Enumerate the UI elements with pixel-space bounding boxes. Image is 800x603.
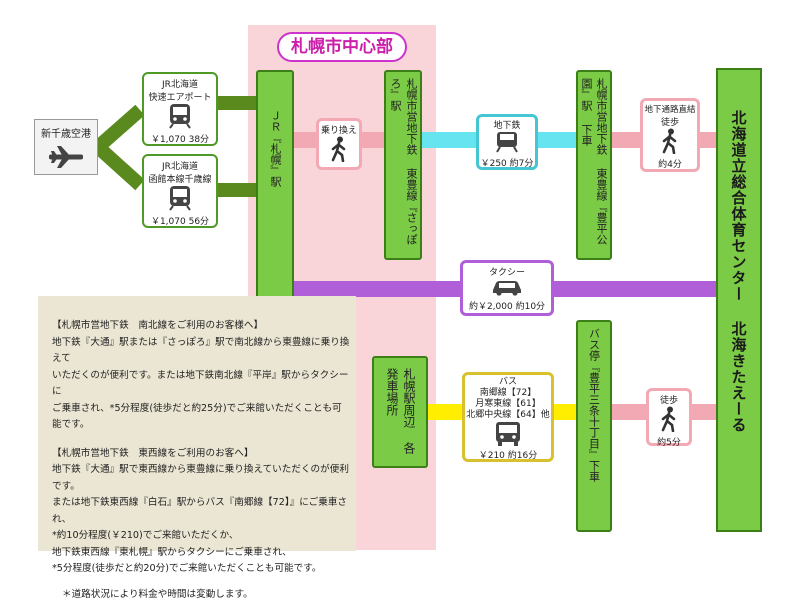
walker-icon xyxy=(659,128,681,154)
walk1-time: 約4分 xyxy=(643,157,697,170)
walker-icon xyxy=(328,136,350,162)
jr-rapid-line1: JR北海道 xyxy=(144,77,216,90)
jr-rapid-line2: 快速エアポート xyxy=(144,90,216,103)
bus-price: ￥210 xyxy=(479,451,505,461)
taxi-time: 約10分 xyxy=(516,302,545,312)
notes-panel: 【札幌市営地下鉄 南北線をご利用のお客様へ】 地下鉄『大通』駅または『さっぽろ』… xyxy=(38,296,356,551)
walk2-time: 約5分 xyxy=(649,435,689,448)
note-tozai-5: *5分程度(徒歩だと約20分)でご来館いただくことも可能です。 xyxy=(52,561,350,578)
airport-node: 新千歳空港 xyxy=(34,119,98,175)
walk1-label1: 地下通路直結 xyxy=(643,103,697,115)
walker-icon xyxy=(658,406,680,432)
bus-label: バス xyxy=(465,377,551,388)
subway-sapporo-label: 札幌市営地下鉄 東豊線『さっぽろ』駅 xyxy=(387,78,419,256)
subway-icon xyxy=(495,131,519,153)
bus-node: バス 南郷線【72】 月寒東線【61】 北郷中央線【64】他 ￥210 約16分 xyxy=(462,372,554,462)
bus-route-1: 南郷線【72】 xyxy=(465,388,551,399)
bus-icon xyxy=(493,421,523,447)
taxi-node: タクシー 約￥2,000 約10分 xyxy=(460,260,554,316)
toyohira-koen-label: 札幌市営地下鉄 東豊線『豊平公園』駅 下車 xyxy=(579,78,609,258)
subway-price: ￥250 xyxy=(481,159,507,169)
jr-sapporo-label: ＪＲ『札幌』駅 xyxy=(267,110,283,187)
jr-hakodate-line2: 函館本線千歳線 xyxy=(144,172,216,185)
note-nanboku-title: 【札幌市営地下鉄 南北線をご利用のお客様へ】 xyxy=(52,318,350,335)
subway-node: 地下鉄 ￥250 約7分 xyxy=(476,114,538,170)
bus-stop: バス停『豊平三条十丁目』下車 xyxy=(576,320,612,532)
jr-rapid-node: JR北海道 快速エアポート ￥1,070 38分 xyxy=(142,72,218,146)
transfer-label: 乗り換え xyxy=(319,123,359,136)
transfer-node: 乗り換え xyxy=(316,118,362,170)
bus-route-2: 月寒東線【61】 xyxy=(465,399,551,410)
train-icon xyxy=(168,103,192,129)
airport-label: 新千歳空港 xyxy=(35,125,97,140)
bus-route-3: 北郷中央線【64】他 xyxy=(465,410,551,421)
note-nanboku-1: 地下鉄『大通』駅または『さっぽろ』駅で南北線から東豊線に乗り換えて xyxy=(52,335,350,368)
note-tozai-2: または地下鉄東西線『白石』駅からバス『南郷線【72】』にご乗車され、 xyxy=(52,495,350,528)
note-tozai-1: 地下鉄『大通』駅で東西線から東豊線に乗り換えていただくのが便利です。 xyxy=(52,462,350,495)
car-icon xyxy=(491,278,523,296)
jr-sapporo-station: ＪＲ『札幌』駅 xyxy=(256,70,294,322)
jr-hakodate-line1: JR北海道 xyxy=(144,159,216,172)
jr-rapid-time: 38分 xyxy=(189,135,209,145)
note-footnote: ＊道路状況により料金や時間は変動します。 xyxy=(52,587,350,603)
note-tozai-4: 地下鉄東西線『東札幌』駅からタクシーにご乗車され、 xyxy=(52,545,350,562)
note-nanboku-2: いただくのが便利です。または地下鉄南北線『平岸』駅からタクシーに xyxy=(52,368,350,401)
toyohira-koen-station: 札幌市営地下鉄 東豊線『豊平公園』駅 下車 xyxy=(576,70,612,260)
jr-hakodate-node: JR北海道 函館本線千歳線 ￥1,070 56分 xyxy=(142,154,218,228)
jr-hakodate-price: ￥1,070 xyxy=(151,217,186,227)
bus-terminal: 札幌駅周辺 各発車場所 xyxy=(372,356,428,468)
jr-hakodate-time: 56分 xyxy=(189,217,209,227)
jr-rapid-price: ￥1,070 xyxy=(151,135,186,145)
sports-center-label: 北海道立総合体育センター 北海きたえーる xyxy=(729,110,750,433)
bus-time: 約16分 xyxy=(508,451,537,461)
train-icon xyxy=(168,185,192,211)
walk1-label2: 徒歩 xyxy=(643,115,697,128)
airplane-icon xyxy=(49,144,83,170)
sports-center: 北海道立総合体育センター 北海きたえーる xyxy=(716,68,762,532)
taxi-label: タクシー xyxy=(463,265,551,278)
taxi-price: 約￥2,000 xyxy=(469,302,513,312)
bus-terminal-label: 札幌駅周辺 各発車場所 xyxy=(383,368,417,464)
subway-time: 約7分 xyxy=(510,159,534,169)
subway-label: 地下鉄 xyxy=(479,118,535,131)
subway-sapporo-station: 札幌市営地下鉄 東豊線『さっぽろ』駅 xyxy=(384,70,422,260)
walk-node-2: 徒歩 約5分 xyxy=(646,388,692,446)
note-nanboku-3: ご乗車され、*5分程度(徒歩だと約25分)でご来館いただくことも可能です。 xyxy=(52,401,350,434)
walk-node-1: 地下通路直結 徒歩 約4分 xyxy=(640,98,700,172)
walk2-label: 徒歩 xyxy=(649,393,689,406)
note-tozai-title: 【札幌市営地下鉄 東西線をご利用のお客へ】 xyxy=(52,446,350,463)
bus-stop-label: バス停『豊平三条十丁目』下車 xyxy=(587,328,602,528)
note-tozai-3: *約10分程度(￥210)でご来館いただくか、 xyxy=(52,528,350,545)
